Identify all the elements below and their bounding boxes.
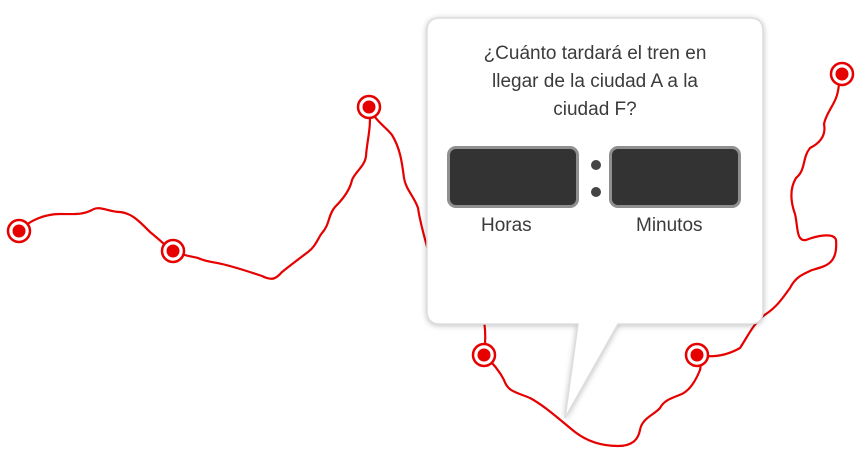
station-f[interactable] xyxy=(829,61,855,87)
train-route-line xyxy=(17,72,844,448)
station-c[interactable] xyxy=(356,94,382,120)
station-d[interactable] xyxy=(471,342,497,368)
colon-dot-top xyxy=(591,160,601,170)
question-line-1: ¿Cuánto tardará el tren en xyxy=(483,43,707,64)
hours-input[interactable] xyxy=(447,146,579,208)
question-line-3: ciudad F? xyxy=(553,99,637,120)
colon-dot-bottom xyxy=(591,187,601,197)
minutes-input[interactable] xyxy=(609,146,741,208)
question-bubble xyxy=(426,17,764,419)
hours-label: Horas xyxy=(481,215,532,236)
question-text: ¿Cuánto tardará el tren en llegar de la … xyxy=(440,40,750,124)
station-b[interactable] xyxy=(160,238,186,264)
question-line-2: llegar de la ciudad A a la xyxy=(492,71,698,92)
station-a[interactable] xyxy=(6,218,32,244)
station-e[interactable] xyxy=(684,342,710,368)
minutes-label: Minutos xyxy=(636,215,703,236)
